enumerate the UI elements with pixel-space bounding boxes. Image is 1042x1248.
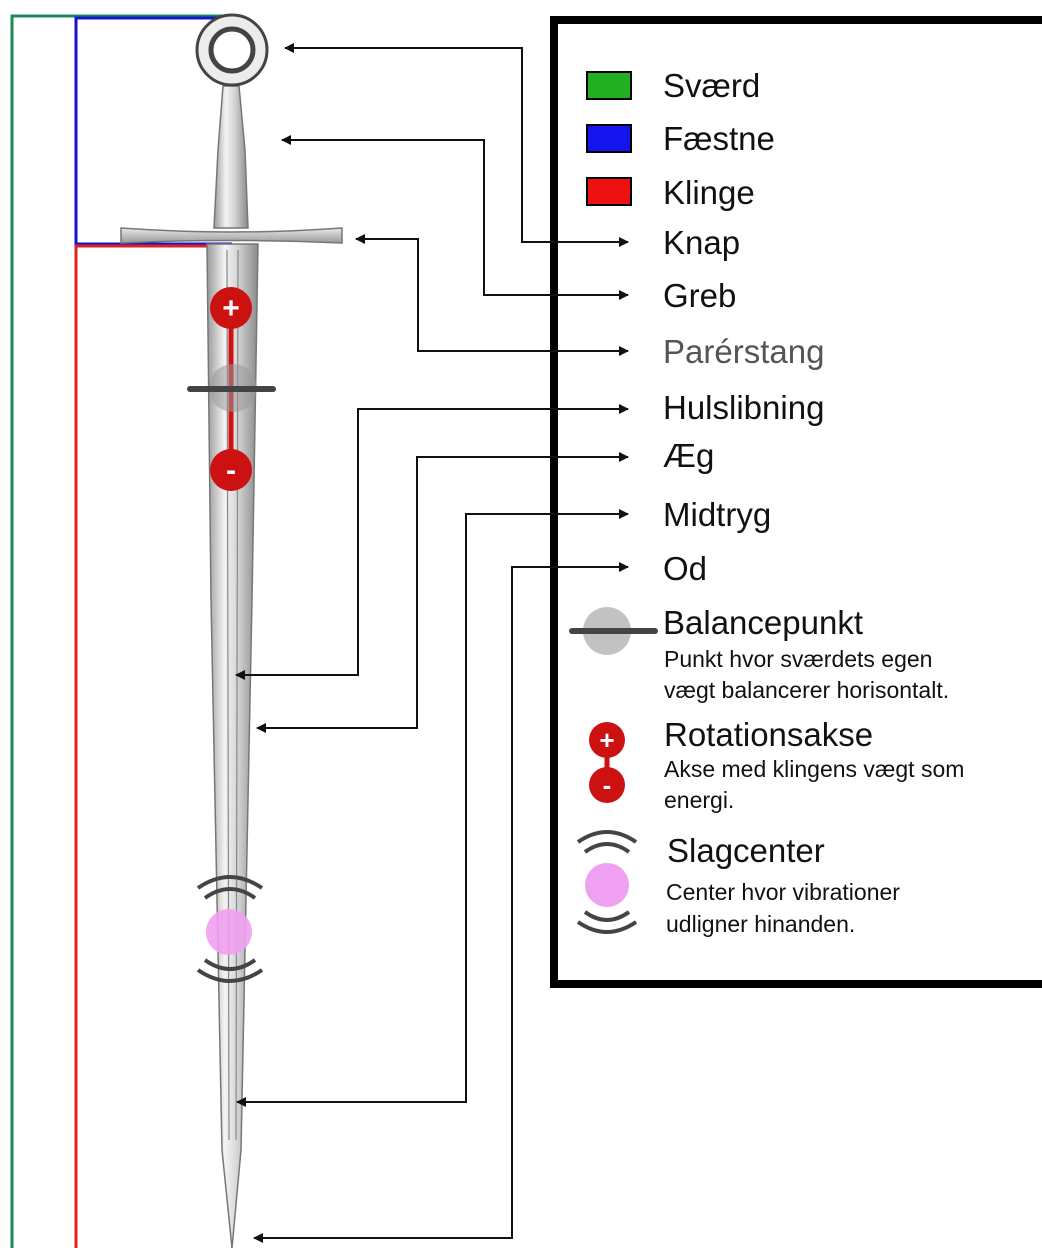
legend-swatch-hilt	[586, 124, 632, 153]
legend-percussion-title: Slagcenter	[667, 832, 825, 869]
sword-bracket	[10, 14, 230, 1248]
legend-percussion-desc-2: udligner hinanden.	[666, 911, 855, 937]
legend-swatch-sword	[586, 71, 632, 100]
legend-label-blade: Klinge	[663, 174, 755, 211]
label-pommel: Knap	[663, 224, 740, 261]
legend-balance-desc-2: vægt balancerer horisontalt.	[664, 677, 949, 703]
sword-illustration	[120, 13, 343, 1248]
legend-balance-title: Balancepunkt	[663, 604, 863, 641]
legend-label-sword: Sværd	[663, 67, 760, 104]
label-point: Od	[663, 550, 707, 587]
rotation-minus-sign: -	[226, 454, 236, 487]
legend-rotation-desc-2: energi.	[664, 787, 734, 813]
label-cross-guard: Parérstang	[663, 333, 824, 370]
pommel	[195, 13, 269, 87]
label-edge: Æg	[663, 437, 714, 474]
legend-rotation-icon: + -	[589, 722, 625, 803]
cross-guard	[120, 227, 343, 244]
hilt-bracket	[74, 16, 232, 246]
legend-percussion-desc-1: Center hvor vibrationer	[666, 879, 900, 905]
legend-rotation-minus: -	[603, 770, 612, 800]
blade-bracket	[74, 244, 232, 1248]
grip	[213, 85, 249, 229]
legend-swatch-blade	[586, 177, 632, 206]
label-grip: Greb	[663, 277, 736, 314]
legend-rotation-plus: +	[599, 725, 614, 755]
legend-label-hilt: Fæstne	[663, 120, 775, 157]
legend-balance-icon	[569, 607, 658, 655]
blade	[206, 243, 259, 1248]
rotation-plus-sign: +	[222, 292, 240, 325]
label-ridge: Midtryg	[663, 496, 771, 533]
label-fuller: Hulslibning	[663, 389, 824, 426]
legend-rotation-title: Rotationsakse	[664, 716, 873, 753]
legend-percussion-icon	[576, 830, 638, 934]
leader-lines	[235, 43, 629, 1243]
legend-rotation-desc-1: Akse med klingens vægt som	[664, 756, 964, 782]
legend-balance-desc-1: Punkt hvor sværdets egen	[664, 646, 932, 672]
legend-box	[550, 16, 1042, 988]
balance-point-marker	[187, 364, 276, 412]
percussion-center-marker	[196, 875, 264, 983]
